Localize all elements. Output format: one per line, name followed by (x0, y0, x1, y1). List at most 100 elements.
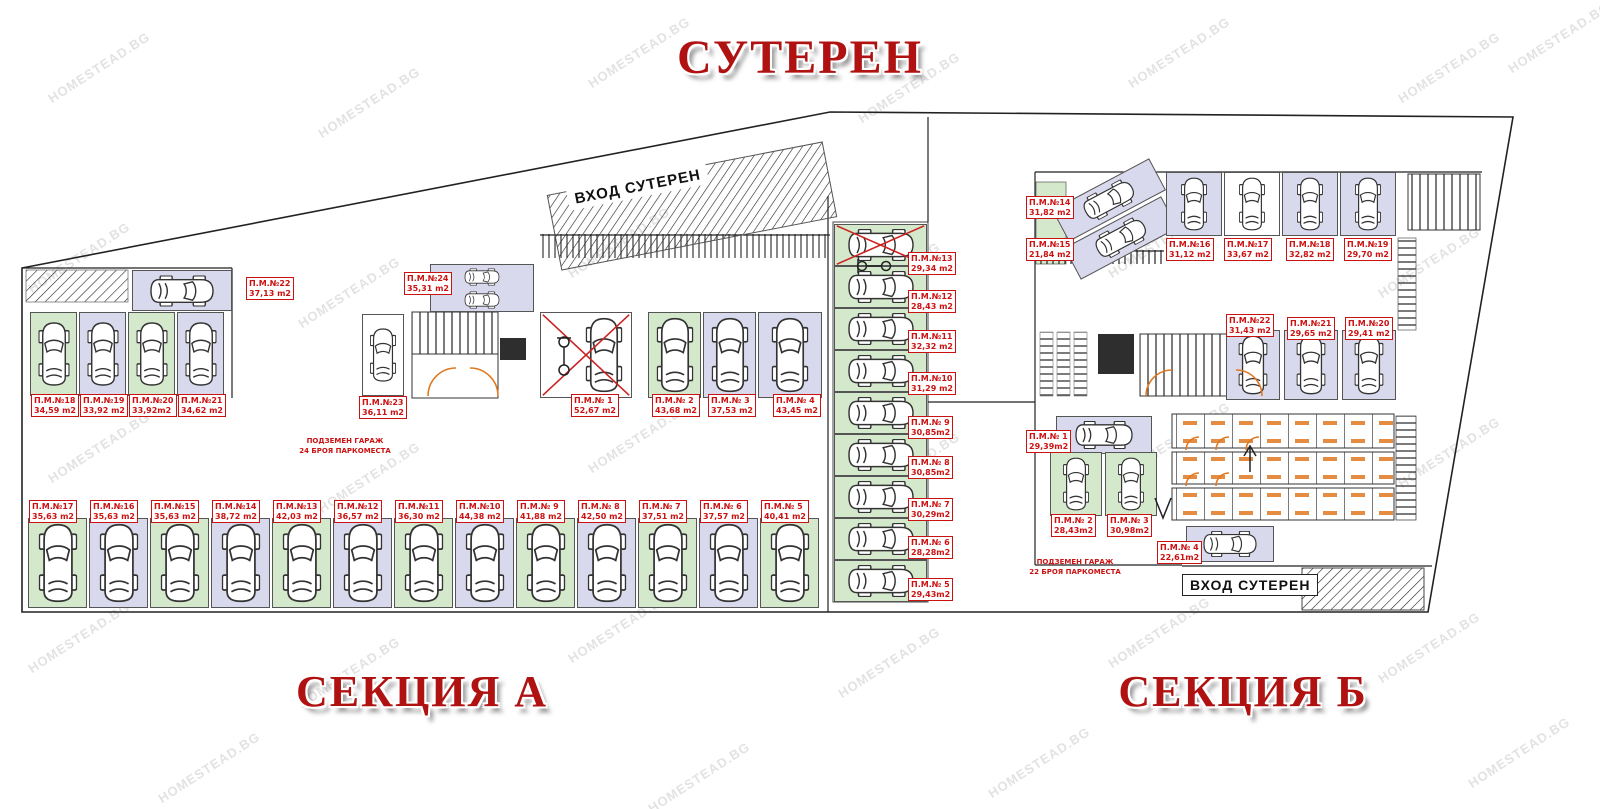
car-top-view-icon (1232, 177, 1272, 231)
parking-stall-24 (834, 224, 927, 266)
garage-note-a: ПОДЗЕМЕН ГАРАЖ 24 БРОЯ ПАРКОМЕСТА (265, 437, 425, 457)
car-top-view-icon (136, 317, 167, 391)
car-top-view-icon (160, 523, 200, 603)
car-top-view-icon (185, 317, 216, 391)
section-a-label: СЕКЦИЯ А (295, 667, 549, 716)
parking-stall-40 (1284, 330, 1338, 400)
car-top-view-icon (526, 523, 566, 603)
car-top-view-icon (840, 271, 921, 303)
car-top-view-icon (709, 523, 749, 603)
motorcycle-icon (557, 336, 571, 376)
car-top-view-icon (1350, 335, 1388, 395)
parking-stall-10 (758, 312, 822, 398)
car-top-view-icon (1113, 457, 1149, 511)
watermark-text: HOMESTEAD.BG (565, 204, 673, 281)
ramp-v-mark (1154, 497, 1172, 521)
watermark-text: HOMESTEAD.BG (1105, 594, 1213, 671)
parking-stall-18 (455, 518, 514, 608)
motorcycle-icon (856, 259, 892, 273)
parking-stall-41 (1342, 330, 1396, 400)
car-top-view-icon (436, 291, 528, 308)
parking-stall-9 (703, 312, 756, 398)
parking-stall-32 (834, 560, 927, 602)
car-top-view-icon (1060, 166, 1159, 235)
parking-stall-8 (648, 312, 701, 398)
car-top-view-icon (1174, 177, 1214, 231)
watermark-text: HOMESTEAD.BG (835, 624, 943, 701)
parking-stall-45 (1186, 526, 1274, 562)
parking-stall-27 (834, 350, 927, 392)
car-top-view-icon (436, 268, 528, 285)
car-top-view-icon (1292, 335, 1330, 395)
watermark-text: HOMESTEAD.BG (1375, 224, 1483, 301)
car-top-view-icon (587, 523, 627, 603)
car-top-view-icon (840, 439, 921, 471)
parking-stall-4 (132, 270, 232, 311)
watermark-text: HOMESTEAD.BG (985, 724, 1093, 801)
car-top-view-icon (370, 319, 396, 391)
car-top-view-icon (1192, 531, 1268, 557)
parking-stall-37 (1282, 172, 1338, 236)
parking-stall-31 (834, 518, 927, 560)
car-top-view-icon (221, 523, 261, 603)
storage-cells (1171, 413, 1417, 521)
watermark-text: HOMESTEAD.BG (1375, 609, 1483, 686)
parking-stall-6 (362, 314, 404, 396)
watermark-text: HOMESTEAD.BG (45, 29, 153, 106)
watermark-text: HOMESTEAD.BG (565, 589, 673, 666)
watermark-text: HOMESTEAD.BG (645, 739, 753, 809)
car-top-view-icon (840, 565, 921, 597)
car-top-view-icon (1058, 457, 1094, 511)
car-top-view-icon (1072, 204, 1171, 273)
parking-stall-0 (30, 312, 77, 396)
parking-stall-26 (834, 308, 927, 350)
parking-stall-21 (638, 518, 697, 608)
watermark-text: HOMESTEAD.BG (1105, 204, 1213, 281)
car-top-view-icon (840, 523, 921, 555)
watermark-text: HOMESTEAD.BG (155, 729, 263, 806)
parking-stall-16 (333, 518, 392, 608)
parking-stall-3 (177, 312, 224, 396)
parking-stall-14 (211, 518, 270, 608)
watermark-text: HOMESTEAD.BG (1125, 399, 1233, 476)
car-top-view-icon (38, 523, 78, 603)
parking-stall-11 (28, 518, 87, 608)
watermark-text: HOMESTEAD.BG (1125, 14, 1233, 91)
parking-stall-35 (1166, 172, 1222, 236)
parking-stall-43 (1050, 452, 1102, 516)
watermark-text: HOMESTEAD.BG (25, 599, 133, 676)
car-top-view-icon (584, 317, 624, 393)
car-top-view-icon (1062, 421, 1146, 449)
car-top-view-icon (1348, 177, 1388, 231)
parking-stall-20 (577, 518, 636, 608)
watermark-text: HOMESTEAD.BG (1395, 29, 1503, 106)
parking-stall-23 (760, 518, 819, 608)
garage-note-b-line1: ПОДЗЕМЕН ГАРАЖ (1036, 558, 1114, 566)
watermark-text: HOMESTEAD.BG (315, 64, 423, 141)
garage-note-b: ПОДЗЕМЕН ГАРАЖ 22 БРОЯ ПАРКОМЕСТА (995, 558, 1155, 578)
parking-stall-25 (834, 266, 927, 308)
parking-stall-15 (272, 518, 331, 608)
